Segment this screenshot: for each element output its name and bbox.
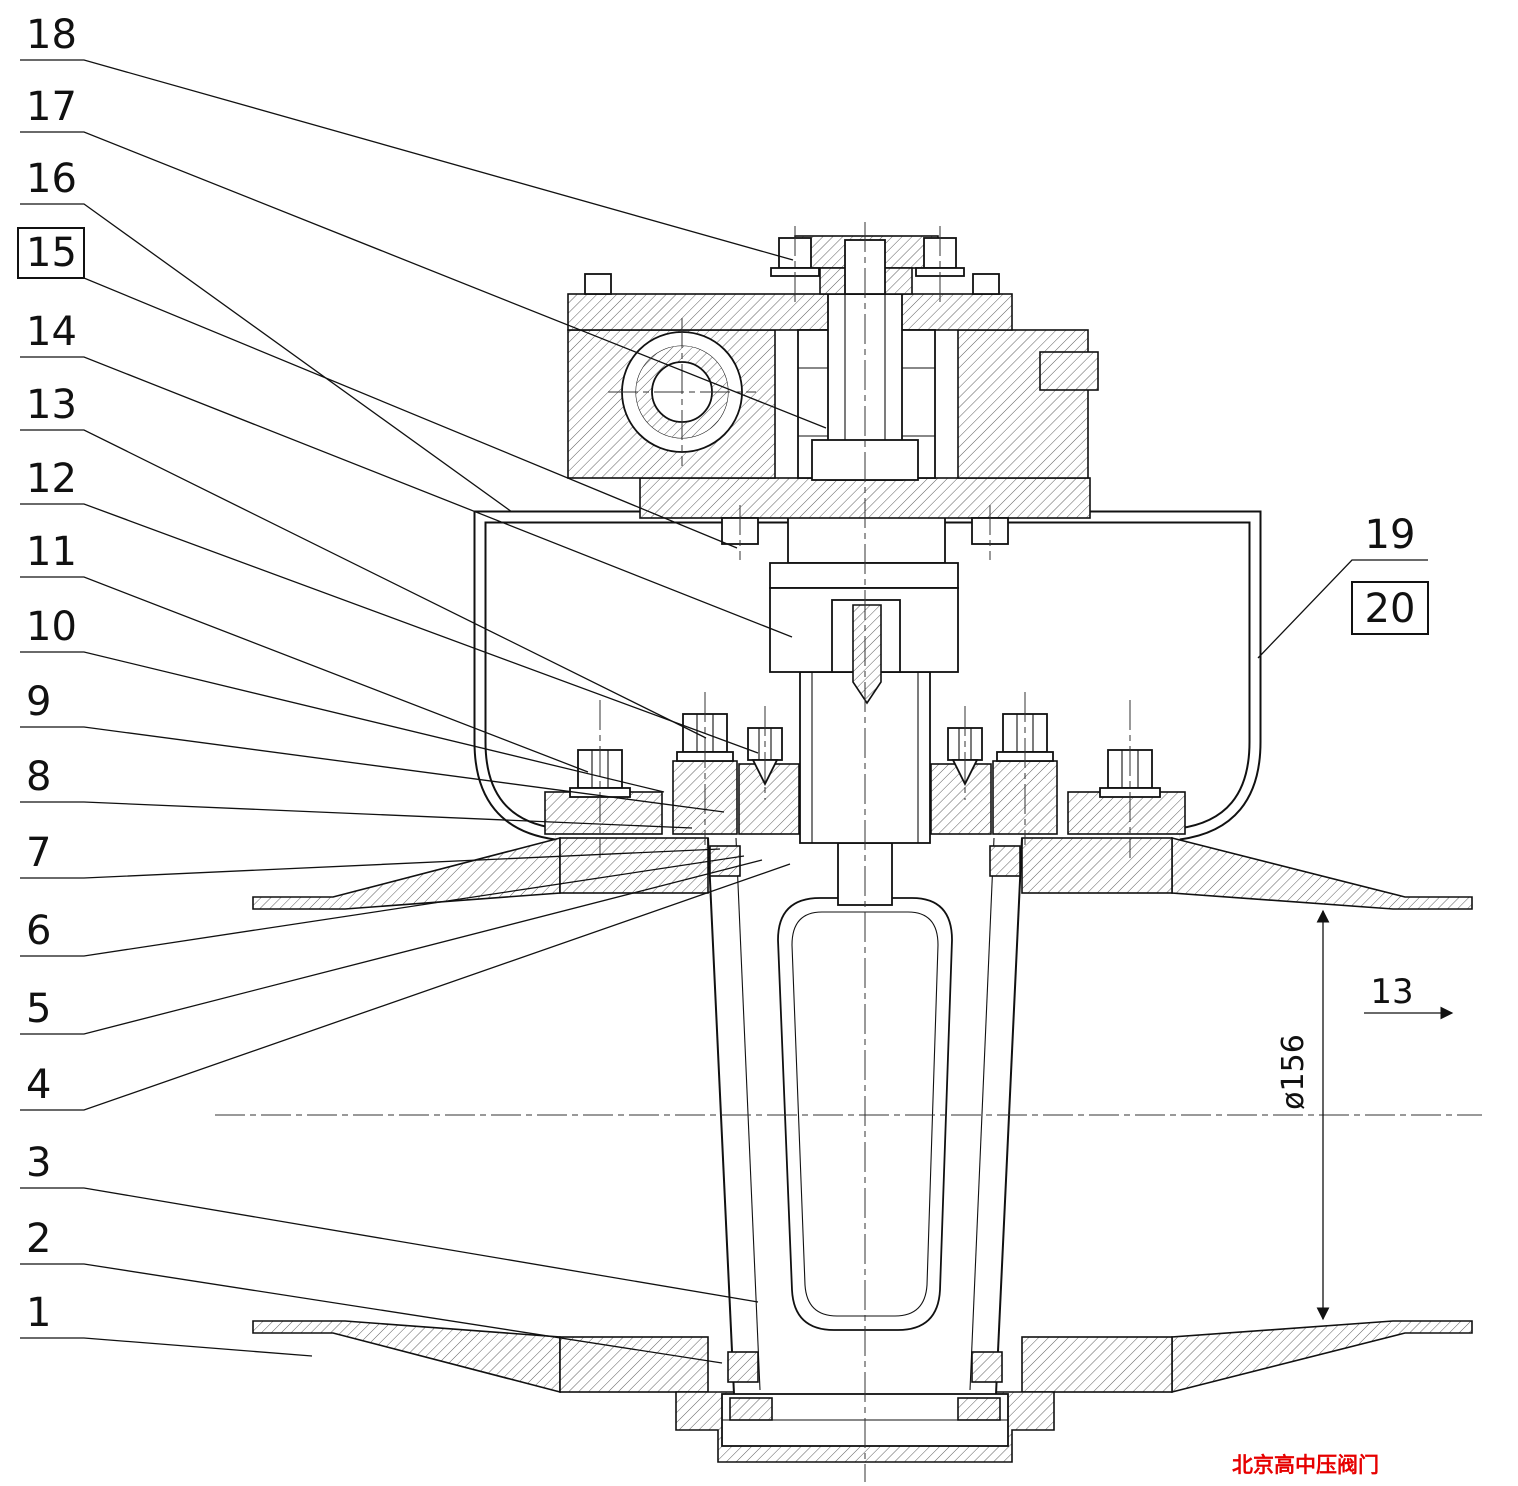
callout-11: 11 bbox=[20, 529, 589, 773]
bottom-seat-left bbox=[729, 1397, 773, 1421]
callout-3: 3 bbox=[20, 1140, 759, 1303]
callout-label-19: 19 bbox=[1365, 512, 1416, 558]
seat-sleeve-left-inner bbox=[735, 837, 761, 1391]
callout-label: 9 bbox=[26, 679, 51, 725]
leader-19-20 bbox=[1257, 559, 1428, 659]
seat-ring-bottom-left bbox=[727, 1351, 759, 1383]
seat-sleeve-left-outer bbox=[707, 837, 735, 1395]
callout-12: 12 bbox=[20, 456, 759, 754]
seat-ring-bottom-right bbox=[971, 1351, 1003, 1383]
callout-1: 1 bbox=[20, 1290, 313, 1357]
callout-label: 12 bbox=[26, 456, 77, 502]
callout-2: 2 bbox=[20, 1216, 723, 1364]
corner-bolt-right bbox=[972, 273, 1000, 295]
callout-label: 7 bbox=[26, 830, 51, 876]
callout-9: 9 bbox=[20, 679, 725, 813]
dimension-bore: ø156 bbox=[1276, 909, 1330, 1321]
callout-box-20 bbox=[1351, 581, 1429, 635]
bottom-seat-right bbox=[957, 1397, 1001, 1421]
callout-8: 8 bbox=[20, 754, 693, 829]
callout-label: 5 bbox=[26, 986, 51, 1032]
callouts-left: 18 17 16 15 14 13 12 11 10 9 8 7 6 5 4 3… bbox=[17, 12, 827, 1364]
callout-label: 6 bbox=[26, 908, 51, 954]
body-flange-top-right bbox=[1021, 837, 1173, 894]
housing-boss-right bbox=[1039, 351, 1099, 391]
manufacturer-stamp: 北京高中压阀门 bbox=[1232, 1453, 1379, 1477]
callout-label: 4 bbox=[26, 1062, 51, 1108]
bracket-foot-right bbox=[1067, 791, 1186, 835]
callout-label-13-right: 13 bbox=[1370, 972, 1413, 1012]
callout-label: 10 bbox=[26, 604, 77, 650]
callout-label: 18 bbox=[26, 12, 77, 58]
callout-label: 16 bbox=[26, 156, 77, 202]
callout-label: 2 bbox=[26, 1216, 51, 1262]
callout-13: 13 bbox=[20, 382, 707, 739]
callout-7: 7 bbox=[20, 830, 721, 879]
callout-6: 6 bbox=[20, 855, 745, 957]
stem-key bbox=[852, 604, 882, 705]
callout-label: 14 bbox=[26, 309, 77, 355]
seat-ring-top-right bbox=[989, 845, 1021, 877]
callout-17: 17 bbox=[20, 84, 827, 429]
callout-label: 13 bbox=[26, 382, 77, 428]
callout-label: 17 bbox=[26, 84, 77, 130]
callout-10: 10 bbox=[20, 604, 665, 793]
callout-16: 16 bbox=[20, 156, 513, 513]
callout-13-right: 13 bbox=[1364, 972, 1454, 1020]
callout-label: 11 bbox=[26, 529, 77, 575]
callouts-right: 19 20 bbox=[1257, 512, 1429, 659]
callout-label: 3 bbox=[26, 1140, 51, 1186]
callout-15: 15 bbox=[17, 227, 738, 549]
seat-sleeve-right-inner bbox=[969, 837, 995, 1391]
bracket-foot-left bbox=[544, 791, 663, 835]
callout-14: 14 bbox=[20, 309, 793, 638]
callout-18: 18 bbox=[20, 12, 794, 261]
dimension-value: ø156 bbox=[1276, 1034, 1311, 1110]
centerlines bbox=[215, 222, 1482, 1482]
callout-label-20: 20 bbox=[1365, 586, 1416, 632]
callout-label: 15 bbox=[26, 230, 77, 276]
callout-label: 1 bbox=[26, 1290, 51, 1336]
actuator-top-plate bbox=[567, 293, 1013, 331]
ball-bore-profile bbox=[791, 911, 939, 1317]
callout-4: 4 bbox=[20, 863, 791, 1111]
body-flange-bottom-right bbox=[1021, 1336, 1173, 1393]
body-flange-top-left bbox=[559, 837, 709, 894]
callout-label: 8 bbox=[26, 754, 51, 800]
body-flange-bottom-left bbox=[559, 1336, 709, 1393]
callout-5: 5 bbox=[20, 859, 763, 1035]
stem-adapter-plate bbox=[769, 562, 959, 589]
corner-bolt-left bbox=[584, 273, 612, 295]
seat-sleeve-right-outer bbox=[995, 837, 1023, 1395]
